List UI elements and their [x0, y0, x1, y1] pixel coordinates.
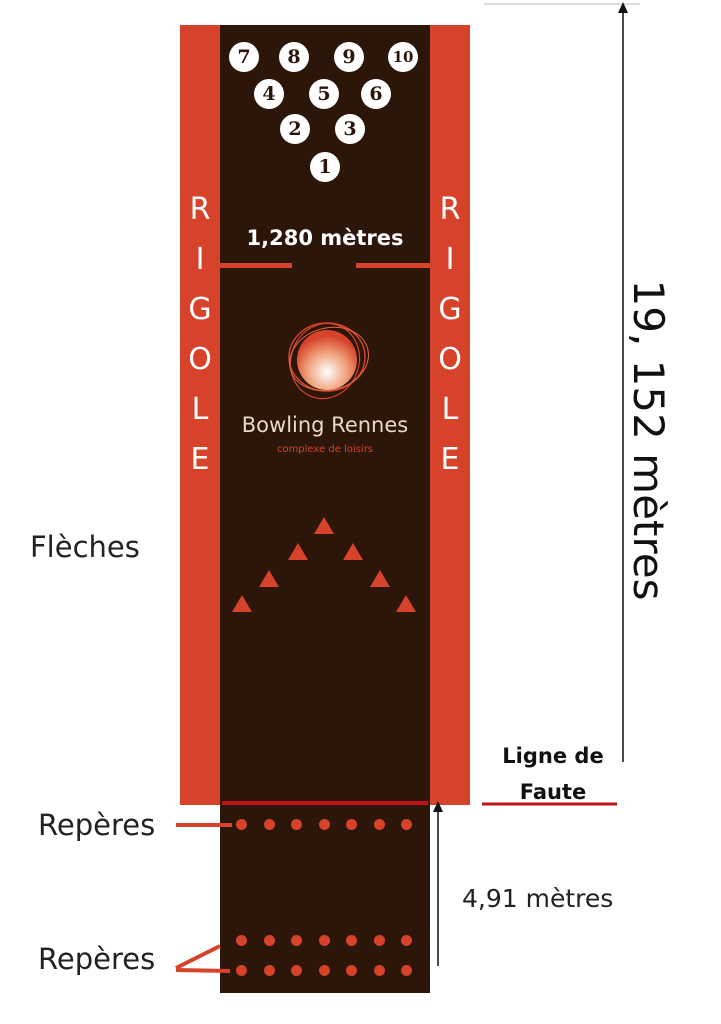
gutter-letter: O: [438, 342, 462, 377]
gutter-letter: L: [441, 392, 459, 427]
marker-dot: [319, 819, 330, 830]
gutter-label-right: R I G O L E: [430, 195, 470, 495]
arrow-marker: [396, 595, 416, 612]
pin-deck-width-label: 1,280 mètres: [246, 226, 404, 250]
pin-9: 9: [334, 42, 364, 72]
marker-dot: [291, 935, 302, 946]
gutter-letter: E: [190, 442, 210, 477]
arrows-label: Flèches: [30, 530, 140, 564]
logo-sphere-icon: [288, 322, 369, 400]
markers-label-bottom: Repères: [38, 942, 156, 976]
logo-tagline: complexe de loisirs: [276, 444, 374, 455]
lane-length-label: 19, 152 mètres: [624, 279, 673, 601]
pin-2: 2: [280, 114, 310, 144]
arrow-marker: [343, 543, 363, 560]
pin-7: 7: [229, 42, 259, 72]
foul-line: [222, 801, 428, 805]
gutter-letter: L: [191, 392, 209, 427]
marker-dot: [291, 965, 302, 976]
approach-length-label: 4,91 mètres: [462, 884, 614, 913]
marker-row: [236, 819, 416, 830]
pin-8: 8: [279, 42, 309, 72]
gutter-letter: R: [189, 192, 211, 227]
pin-6: 6: [361, 79, 391, 109]
marker-dot: [319, 965, 330, 976]
gutter-right: [430, 25, 470, 805]
marker-dot: [319, 935, 330, 946]
marker-dot: [264, 965, 275, 976]
foul-line-label: Ligne de Faute: [502, 744, 604, 804]
logo-name: Bowling Rennes: [241, 413, 409, 437]
pin-1: 1: [310, 152, 340, 182]
marker-dot: [401, 819, 412, 830]
marker-dot: [236, 935, 247, 946]
gutter-letter: G: [438, 292, 462, 327]
marker-row: [236, 965, 416, 976]
pin-deck-line-left: [220, 263, 292, 268]
arrow-marker: [314, 517, 334, 534]
arrow-marker: [232, 595, 252, 612]
approach: [220, 805, 430, 993]
pin-4: 4: [254, 79, 284, 109]
gutter-letter: O: [188, 342, 212, 377]
gutter-letter: G: [188, 292, 212, 327]
marker-dot: [346, 935, 357, 946]
gutter-label-left: R I G O L E: [180, 195, 220, 495]
pin-10: 10: [388, 42, 418, 72]
marker-dot: [264, 819, 275, 830]
marker-dot: [374, 819, 385, 830]
marker-dot: [236, 965, 247, 976]
gutter-letter: R: [439, 192, 461, 227]
arrow-marker: [259, 570, 279, 587]
gutter-letter: I: [195, 242, 205, 277]
marker-dot: [346, 819, 357, 830]
marker-row: [236, 935, 416, 946]
gutter-letter: E: [440, 442, 460, 477]
marker-dot: [236, 819, 247, 830]
marker-dot: [291, 819, 302, 830]
gutter-letter: I: [445, 242, 455, 277]
marker-dot: [264, 935, 275, 946]
arrow-marker: [288, 543, 308, 560]
marker-dot: [401, 965, 412, 976]
marker-dot: [374, 965, 385, 976]
marker-dot: [374, 935, 385, 946]
pin-5: 5: [309, 79, 339, 109]
marker-dot: [401, 935, 412, 946]
gutter-left: [180, 25, 220, 805]
markers-label-top: Repères: [38, 808, 156, 842]
pin-3: 3: [335, 114, 365, 144]
pin-deck-line-right: [356, 263, 430, 268]
arrow-marker: [370, 570, 390, 587]
marker-dot: [346, 965, 357, 976]
